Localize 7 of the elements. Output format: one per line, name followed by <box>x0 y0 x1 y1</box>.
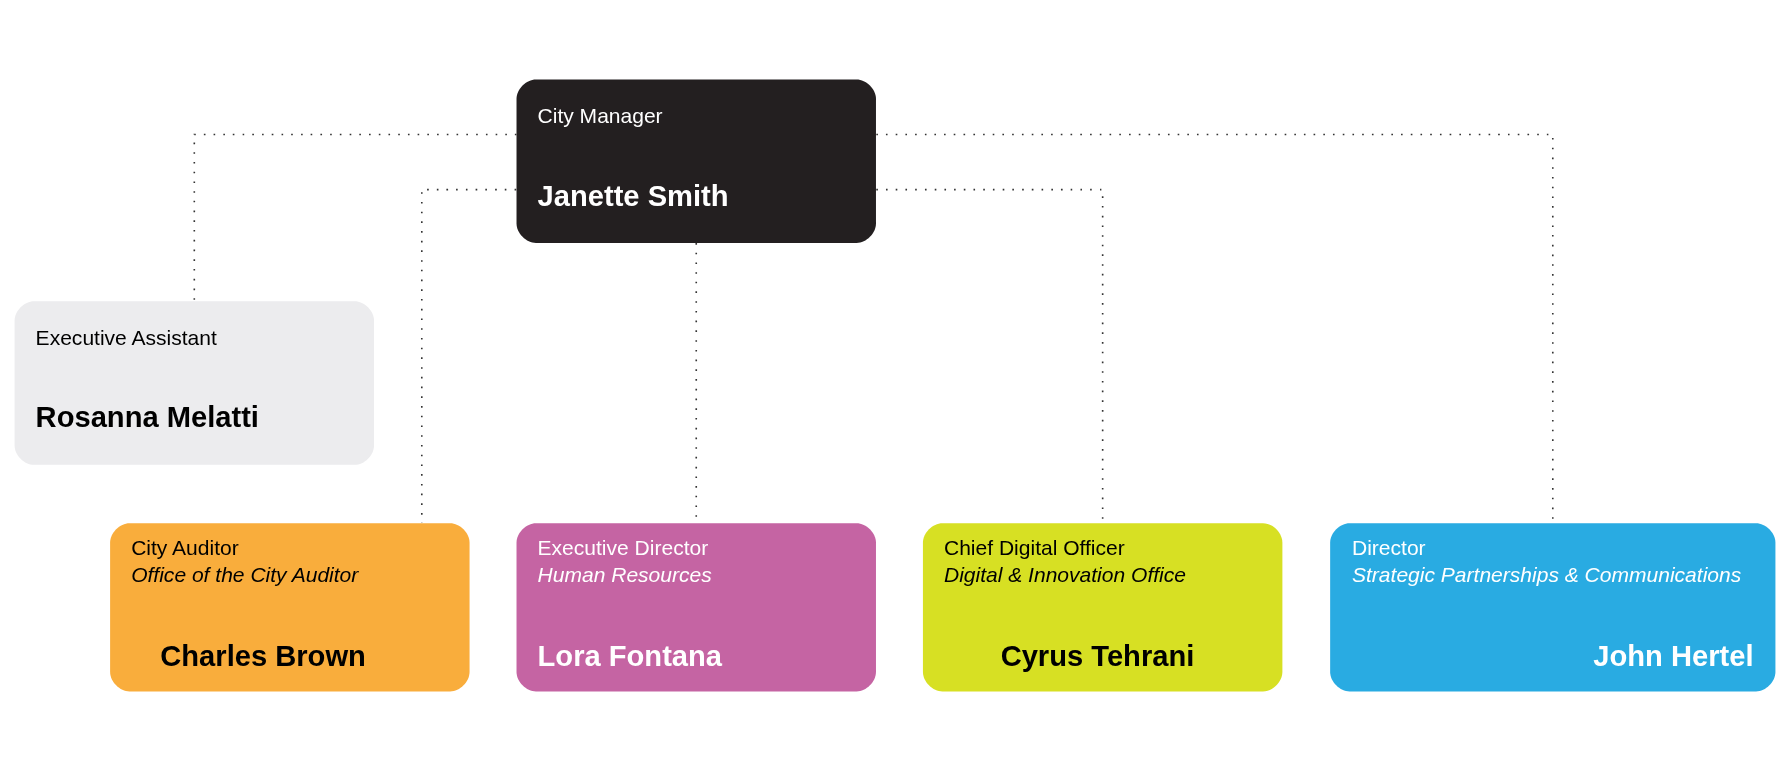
node-box: City Auditor Office of the City Auditor Charles Brown <box>110 523 470 692</box>
node-box: Chief Digital Officer Digital & Innovation Office Cyrus Tehrani <box>922 523 1283 692</box>
node-box: Executive Assistant Rosanna Melatti <box>14 301 375 465</box>
node-box: Director Strategic Partnerships & Communications John Hertel <box>1330 523 1776 692</box>
connector <box>193 133 518 302</box>
node-box: City Manager Janette Smith <box>516 79 876 243</box>
node-box: Executive Director Human Resources Lora Fontana <box>516 523 876 692</box>
